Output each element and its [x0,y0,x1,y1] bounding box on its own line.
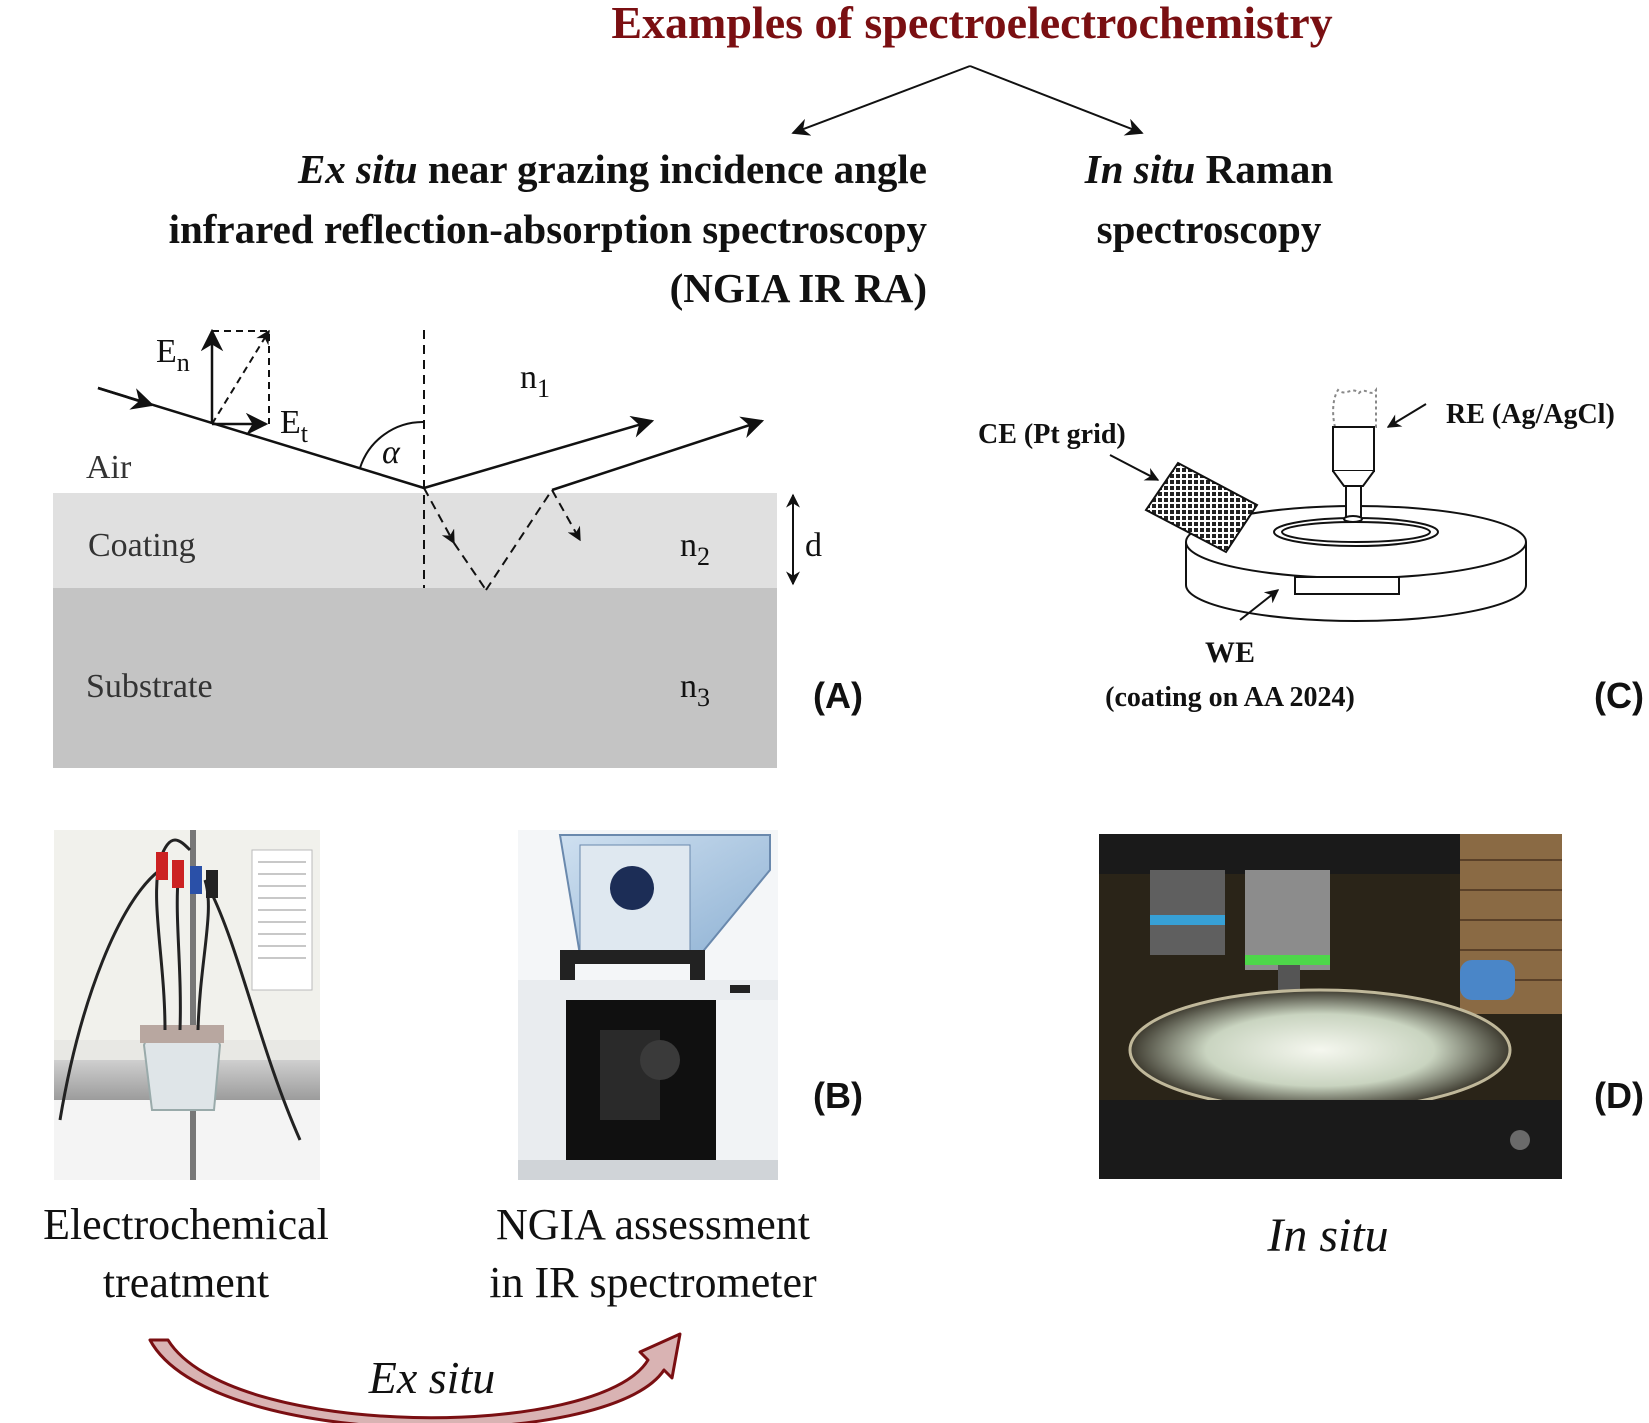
ex-situ-heading: Ex situ near grazing incidence angle inf… [169,146,928,311]
ex-situ-heading-line1: Ex situ near grazing incidence angle [297,146,927,192]
figure-title: Examples of spectroelectrochemistry [611,0,1332,48]
panel-d-label: (D) [1594,1075,1644,1116]
ce-label: CE (Pt grid) [978,419,1126,450]
electrochemical-cell-photo [54,830,320,1180]
reflected-ray-2 [551,416,765,492]
coating-label: Coating [88,527,196,564]
n1-label: n1 [520,359,550,403]
substrate-layer [53,588,777,768]
panel-c-label: (C) [1594,675,1644,716]
panel-a-diagram: Air Coating Substrate En Et n1 n2 n3 α d… [53,328,863,768]
coating-layer [53,493,777,588]
field-vector-group [200,328,270,436]
vector-parallelogram [212,330,270,424]
substrate-label: Substrate [86,668,213,705]
in-situ-heading: In situ Raman spectroscopy [1084,146,1334,252]
reflected-ray-1 [423,415,655,490]
title-branch-arrows [791,65,1144,136]
ex-situ-arrow-label: Ex situ [368,1352,495,1403]
ce-pointer-arrow [1109,454,1160,481]
we-pointer-arrow [1239,589,1280,621]
electrochemical-caption-line2: treatment [103,1258,269,1307]
ex-situ-heading-line3: (NGIA IR RA) [670,265,927,311]
re-pointer-arrow [1386,403,1427,428]
we-label: WE [1205,636,1255,669]
panel-b-label: (B) [813,1075,863,1116]
in-situ-caption: In situ [1266,1209,1388,1262]
electrochemical-caption-line1: Electrochemical [43,1200,329,1249]
et-label: Et [280,404,309,448]
raman-microscope-photo [1099,834,1562,1179]
re-label: RE (Ag/AgCl) [1446,399,1615,430]
refracted-path [423,487,581,591]
we-sublabel: (coating on AA 2024) [1105,682,1355,713]
n2-label: n2 [680,527,710,571]
air-label: Air [86,449,132,486]
ce-pt-grid [1144,461,1259,554]
in-situ-heading-line1: In situ Raman [1084,146,1334,192]
en-label: En [156,333,190,377]
ex-situ-heading-line2: infrared reflection-absorption spectrosc… [169,206,928,252]
panel-a-label: (A) [813,675,863,716]
ex-situ-curved-arrow [148,1332,682,1423]
in-situ-heading-line2: spectroscopy [1097,206,1322,252]
d-label: d [805,527,822,564]
re-electrode [1332,387,1377,523]
n3-label: n3 [680,668,710,712]
ngia-caption-line2: in IR spectrometer [489,1258,817,1307]
ir-spectrometer-photo [518,830,778,1180]
ngia-caption-line1: NGIA assessment [496,1200,810,1249]
incident-ray-arrow [97,386,155,410]
alpha-label: α [382,434,401,471]
alpha-angle-arc [359,420,425,469]
panel-c-diagram: CE (Pt grid) RE (Ag/AgCl) WE (coating on… [978,387,1644,716]
we-window [1294,576,1400,595]
resultant-vector [211,329,270,425]
